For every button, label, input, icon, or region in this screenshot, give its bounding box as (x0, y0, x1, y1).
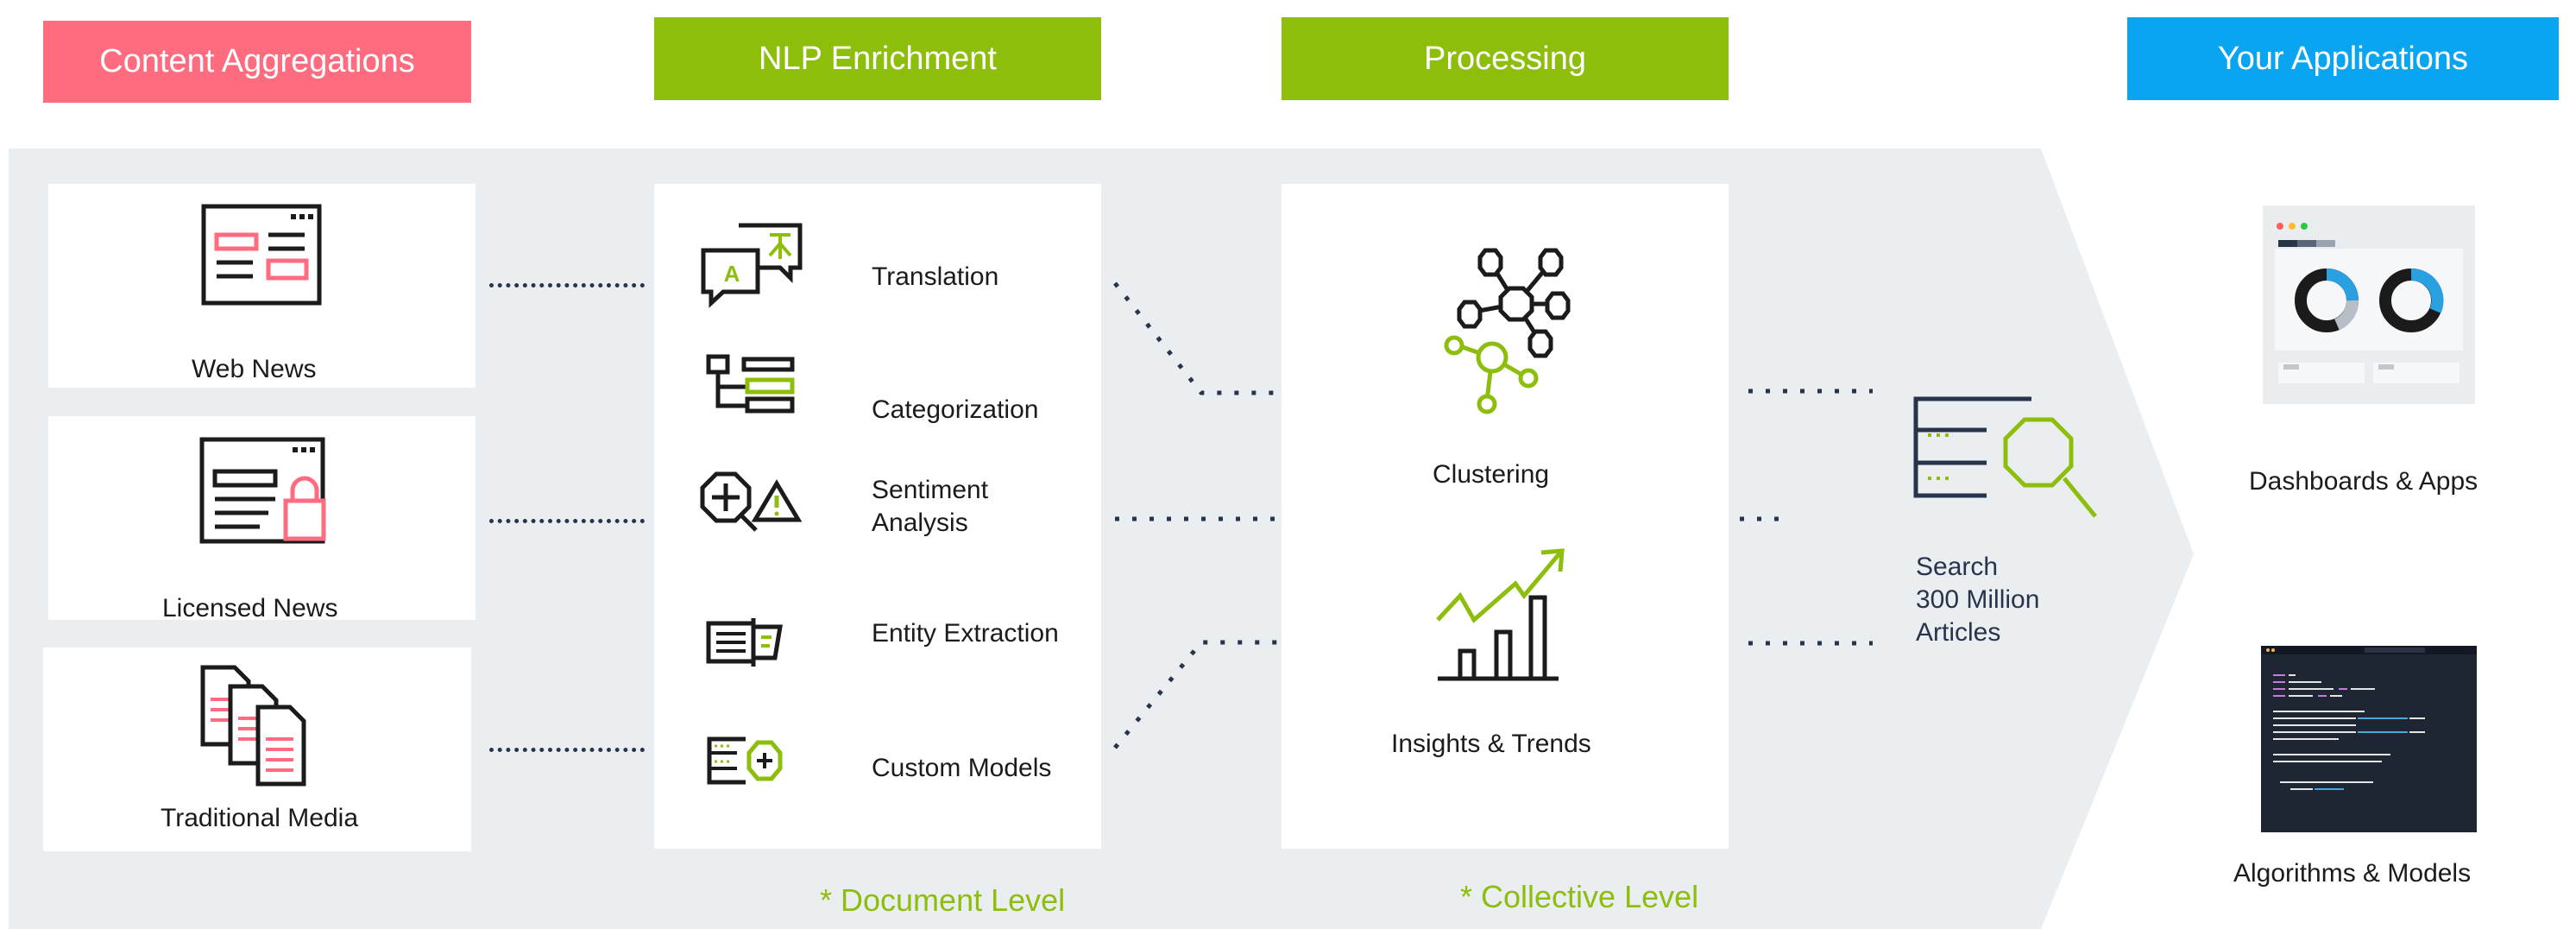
search-line1: Search (1916, 553, 1999, 581)
algorithms-models-label: Algorithms & Models (2233, 859, 2472, 888)
header-applications-label: Your Applications (2217, 40, 2469, 77)
trend-chart-icon (1436, 548, 1565, 681)
licensed-news-label: Licensed News (162, 594, 338, 622)
documents-icon (200, 665, 306, 787)
traditional-media-label: Traditional Media (161, 804, 358, 832)
categorization-icon (706, 354, 795, 414)
header-nlp-label: NLP Enrichment (759, 40, 997, 77)
connector-licensed-news (489, 519, 645, 523)
categorization-label: Categorization (872, 395, 1039, 424)
header-content-aggregations: Content Aggregations (43, 21, 471, 103)
search-database-icon (1913, 396, 2097, 518)
header-content-label: Content Aggregations (99, 43, 415, 79)
search-line3: Articles (1916, 618, 2001, 647)
insights-trends-label: Insights & Trends (1391, 730, 1591, 758)
panel-web-news (48, 184, 476, 388)
sentiment-label-line2: Analysis (872, 509, 968, 537)
browser-news-icon (201, 204, 322, 306)
search-line2: 300 Million (1916, 585, 2040, 614)
collective-level-note: * Collective Level (1460, 879, 1699, 914)
custom-model-icon (707, 736, 783, 785)
web-news-label: Web News (192, 355, 317, 383)
sentiment-icon (700, 471, 803, 532)
header-processing-label: Processing (1424, 40, 1586, 77)
entity-extraction-label: Entity Extraction (872, 619, 1059, 648)
translation-icon: A (701, 223, 803, 308)
dashboard-icon (2263, 205, 2475, 404)
browser-lock-icon (199, 437, 326, 544)
document-level-note: * Document Level (820, 882, 1066, 918)
header-your-applications: Your Applications (2127, 17, 2559, 100)
clustering-label: Clustering (1433, 460, 1550, 489)
svg-text:A: A (724, 261, 740, 287)
connector-web-news (489, 283, 645, 288)
custom-models-label: Custom Models (872, 754, 1052, 782)
dashboards-apps-label: Dashboards & Apps (2249, 467, 2478, 496)
header-nlp-enrichment: NLP Enrichment (654, 17, 1101, 100)
header-processing: Processing (1282, 17, 1729, 100)
connector-traditional-media (489, 748, 645, 752)
panel-licensed-news (48, 416, 476, 620)
entity-icon (706, 618, 783, 667)
sentiment-label-line1: Sentiment (872, 476, 989, 504)
code-editor-icon (2261, 646, 2477, 832)
network-icon (1444, 248, 1571, 414)
translation-label: Translation (872, 262, 999, 291)
